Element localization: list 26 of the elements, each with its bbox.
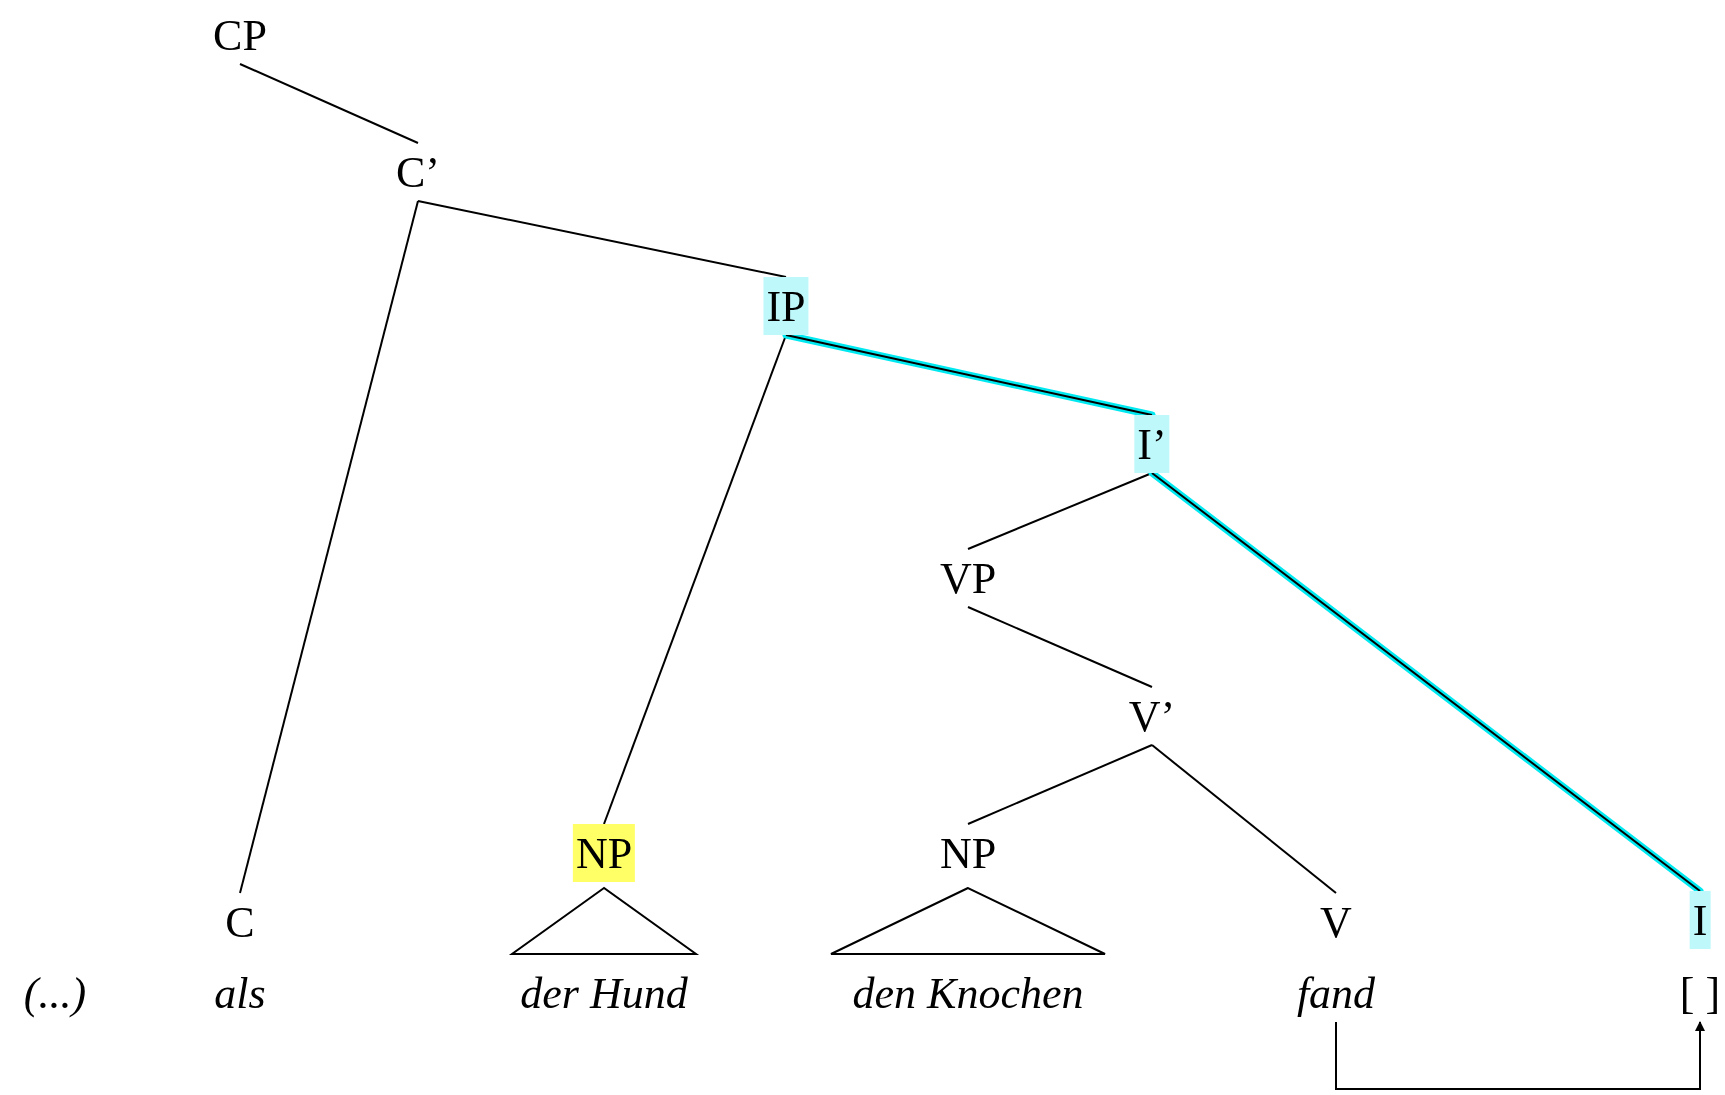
gap-bracket: [ ] [1676, 964, 1724, 1022]
highlighted-node-label: I’ [1134, 415, 1170, 473]
highlighted-node-label: NP [572, 824, 636, 882]
word-label: als [213, 968, 267, 1020]
tree-node-label: V [1317, 893, 1355, 951]
tree-node-label: CP [210, 6, 270, 64]
branch-line [239, 63, 419, 144]
word-label: fand [1293, 964, 1379, 1022]
tree-node-label: C’ [393, 143, 443, 201]
branch-line [417, 200, 787, 278]
word-label: (...) [22, 968, 88, 1020]
highlighted-node-label: IP [763, 277, 809, 335]
tree-node-label: C [222, 893, 258, 951]
triangle-shape [508, 886, 700, 955]
tree-node-label: NP [936, 824, 1000, 882]
triangle-shape [830, 886, 1106, 955]
branch-line [967, 606, 1153, 688]
branch-line [1151, 744, 1337, 894]
branch-line [239, 200, 419, 894]
word-label: der Hund [519, 968, 689, 1020]
movement-arrow [1335, 1021, 1705, 1090]
branch-line [967, 744, 1153, 825]
tree-node-label: V’ [1125, 687, 1179, 745]
highlighted-node-label: I [1689, 891, 1711, 949]
word-label: den Knochen [851, 968, 1085, 1020]
tree-node-label: VP [936, 549, 1000, 607]
